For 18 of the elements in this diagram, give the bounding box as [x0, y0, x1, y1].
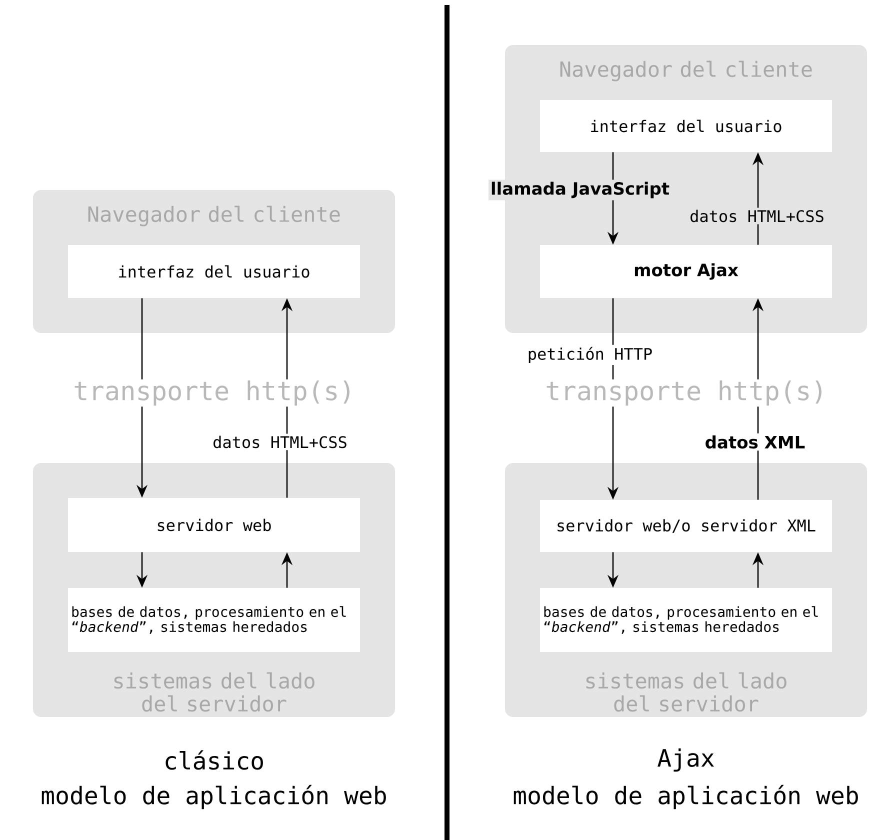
caption: clásico [166, 750, 263, 770]
component-box: motor Ajax [540, 245, 832, 298]
component-box: interfaz del usuario [540, 100, 832, 152]
component-box: interfaz del usuario [68, 245, 360, 298]
caption: modelo de aplicación web [514, 784, 858, 810]
transport-label: transporte http(s) [544, 379, 828, 407]
component-box: servidor web [68, 498, 360, 552]
component-box: bases de datos, procesamiento en el “backend”, sistemas heredados [540, 588, 832, 652]
edge-label: datos XML [702, 433, 808, 451]
edge-label: datos HTML+CSS [210, 434, 350, 450]
component-box: servidor web/o servidor XML [540, 500, 832, 552]
transport-label: transporte http(s) [72, 379, 356, 407]
caption: Ajax [658, 748, 714, 772]
edge-label: petición HTTP [525, 344, 655, 366]
edge-label: llamada JavaScript [488, 180, 672, 200]
component-box: bases de datos, procesamiento en el “backend”, sistemas heredados [68, 588, 360, 652]
caption: modelo de aplicación web [42, 784, 386, 810]
edge-label: datos HTML+CSS [688, 208, 826, 224]
